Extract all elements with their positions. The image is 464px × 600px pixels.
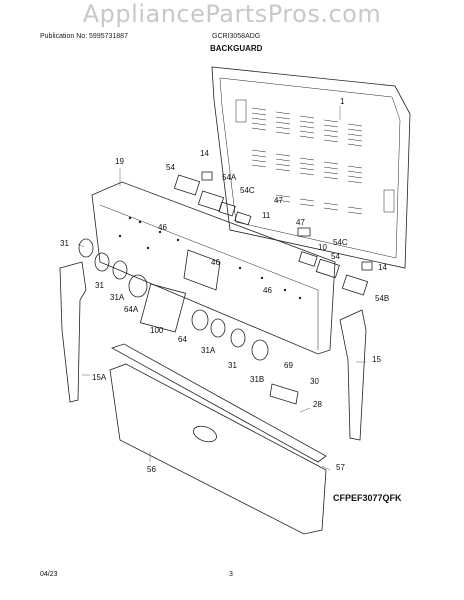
callout-54: 54 — [166, 163, 175, 172]
watermark: AppliancePartsPros.com — [82, 0, 382, 28]
leader-lines — [77, 106, 366, 471]
rear-panel — [211, 66, 411, 269]
callout-31B: 31B — [250, 375, 264, 384]
lens — [269, 383, 299, 405]
callout-54A: 54A — [222, 173, 237, 182]
switch-blocks — [173, 171, 373, 296]
right-end-cap — [339, 309, 367, 441]
control-panel — [91, 181, 336, 355]
callout-100: 100 — [150, 326, 164, 335]
diagram-code: CFPEF3077QFK — [333, 493, 402, 503]
callout-54C-right: 54C — [333, 238, 348, 247]
publication-number: Publication No: 5995731887 — [40, 33, 128, 40]
callout-54C: 54C — [240, 186, 255, 195]
callout-31A-mid: 31A — [201, 346, 216, 355]
callout-56: 56 — [147, 465, 156, 474]
display-board — [139, 283, 187, 333]
callout-15: 15 — [372, 355, 381, 364]
callout-64A: 64A — [124, 305, 139, 314]
mounting-panel — [109, 363, 327, 535]
model-number: GCRI3058ADG — [212, 33, 261, 40]
callout-31: 31 — [95, 281, 104, 290]
knobs — [78, 238, 269, 361]
callout-30: 30 — [310, 377, 319, 386]
callout-46-b: 46 — [211, 258, 220, 267]
left-end-cap — [59, 261, 87, 403]
callout-47-b: 47 — [296, 218, 305, 227]
callout-54: 54 — [331, 252, 340, 261]
callout-15A: 15A — [92, 373, 107, 382]
page-number: 3 — [229, 571, 233, 578]
callout-46: 46 — [158, 223, 167, 232]
callout-46-c: 46 — [263, 286, 272, 295]
callout-14-right: 14 — [378, 263, 387, 272]
callout-57: 57 — [336, 463, 345, 472]
callout-11: 11 — [262, 211, 271, 220]
callout-14: 14 — [200, 149, 209, 158]
callout-31-mid: 31 — [228, 361, 237, 370]
callout-31A-left: 31A — [110, 293, 125, 302]
callout-69: 69 — [284, 361, 293, 370]
callout-47: 47 — [274, 196, 283, 205]
callout-54B: 54B — [375, 294, 389, 303]
callout-labels: 1 19 14 54 54A 54C 47 11 46 31 31 31A 64… — [60, 97, 389, 474]
callout-10: 10 — [318, 243, 327, 252]
trim-strip — [111, 343, 327, 463]
section-title: BACKGUARD — [210, 44, 263, 53]
callout-1: 1 — [340, 97, 345, 106]
callout-28: 28 — [313, 400, 322, 409]
footer-date: 04/23 — [40, 571, 58, 578]
callout-31-left: 31 — [60, 239, 69, 248]
callout-19: 19 — [115, 157, 124, 166]
callout-64: 64 — [178, 335, 187, 344]
